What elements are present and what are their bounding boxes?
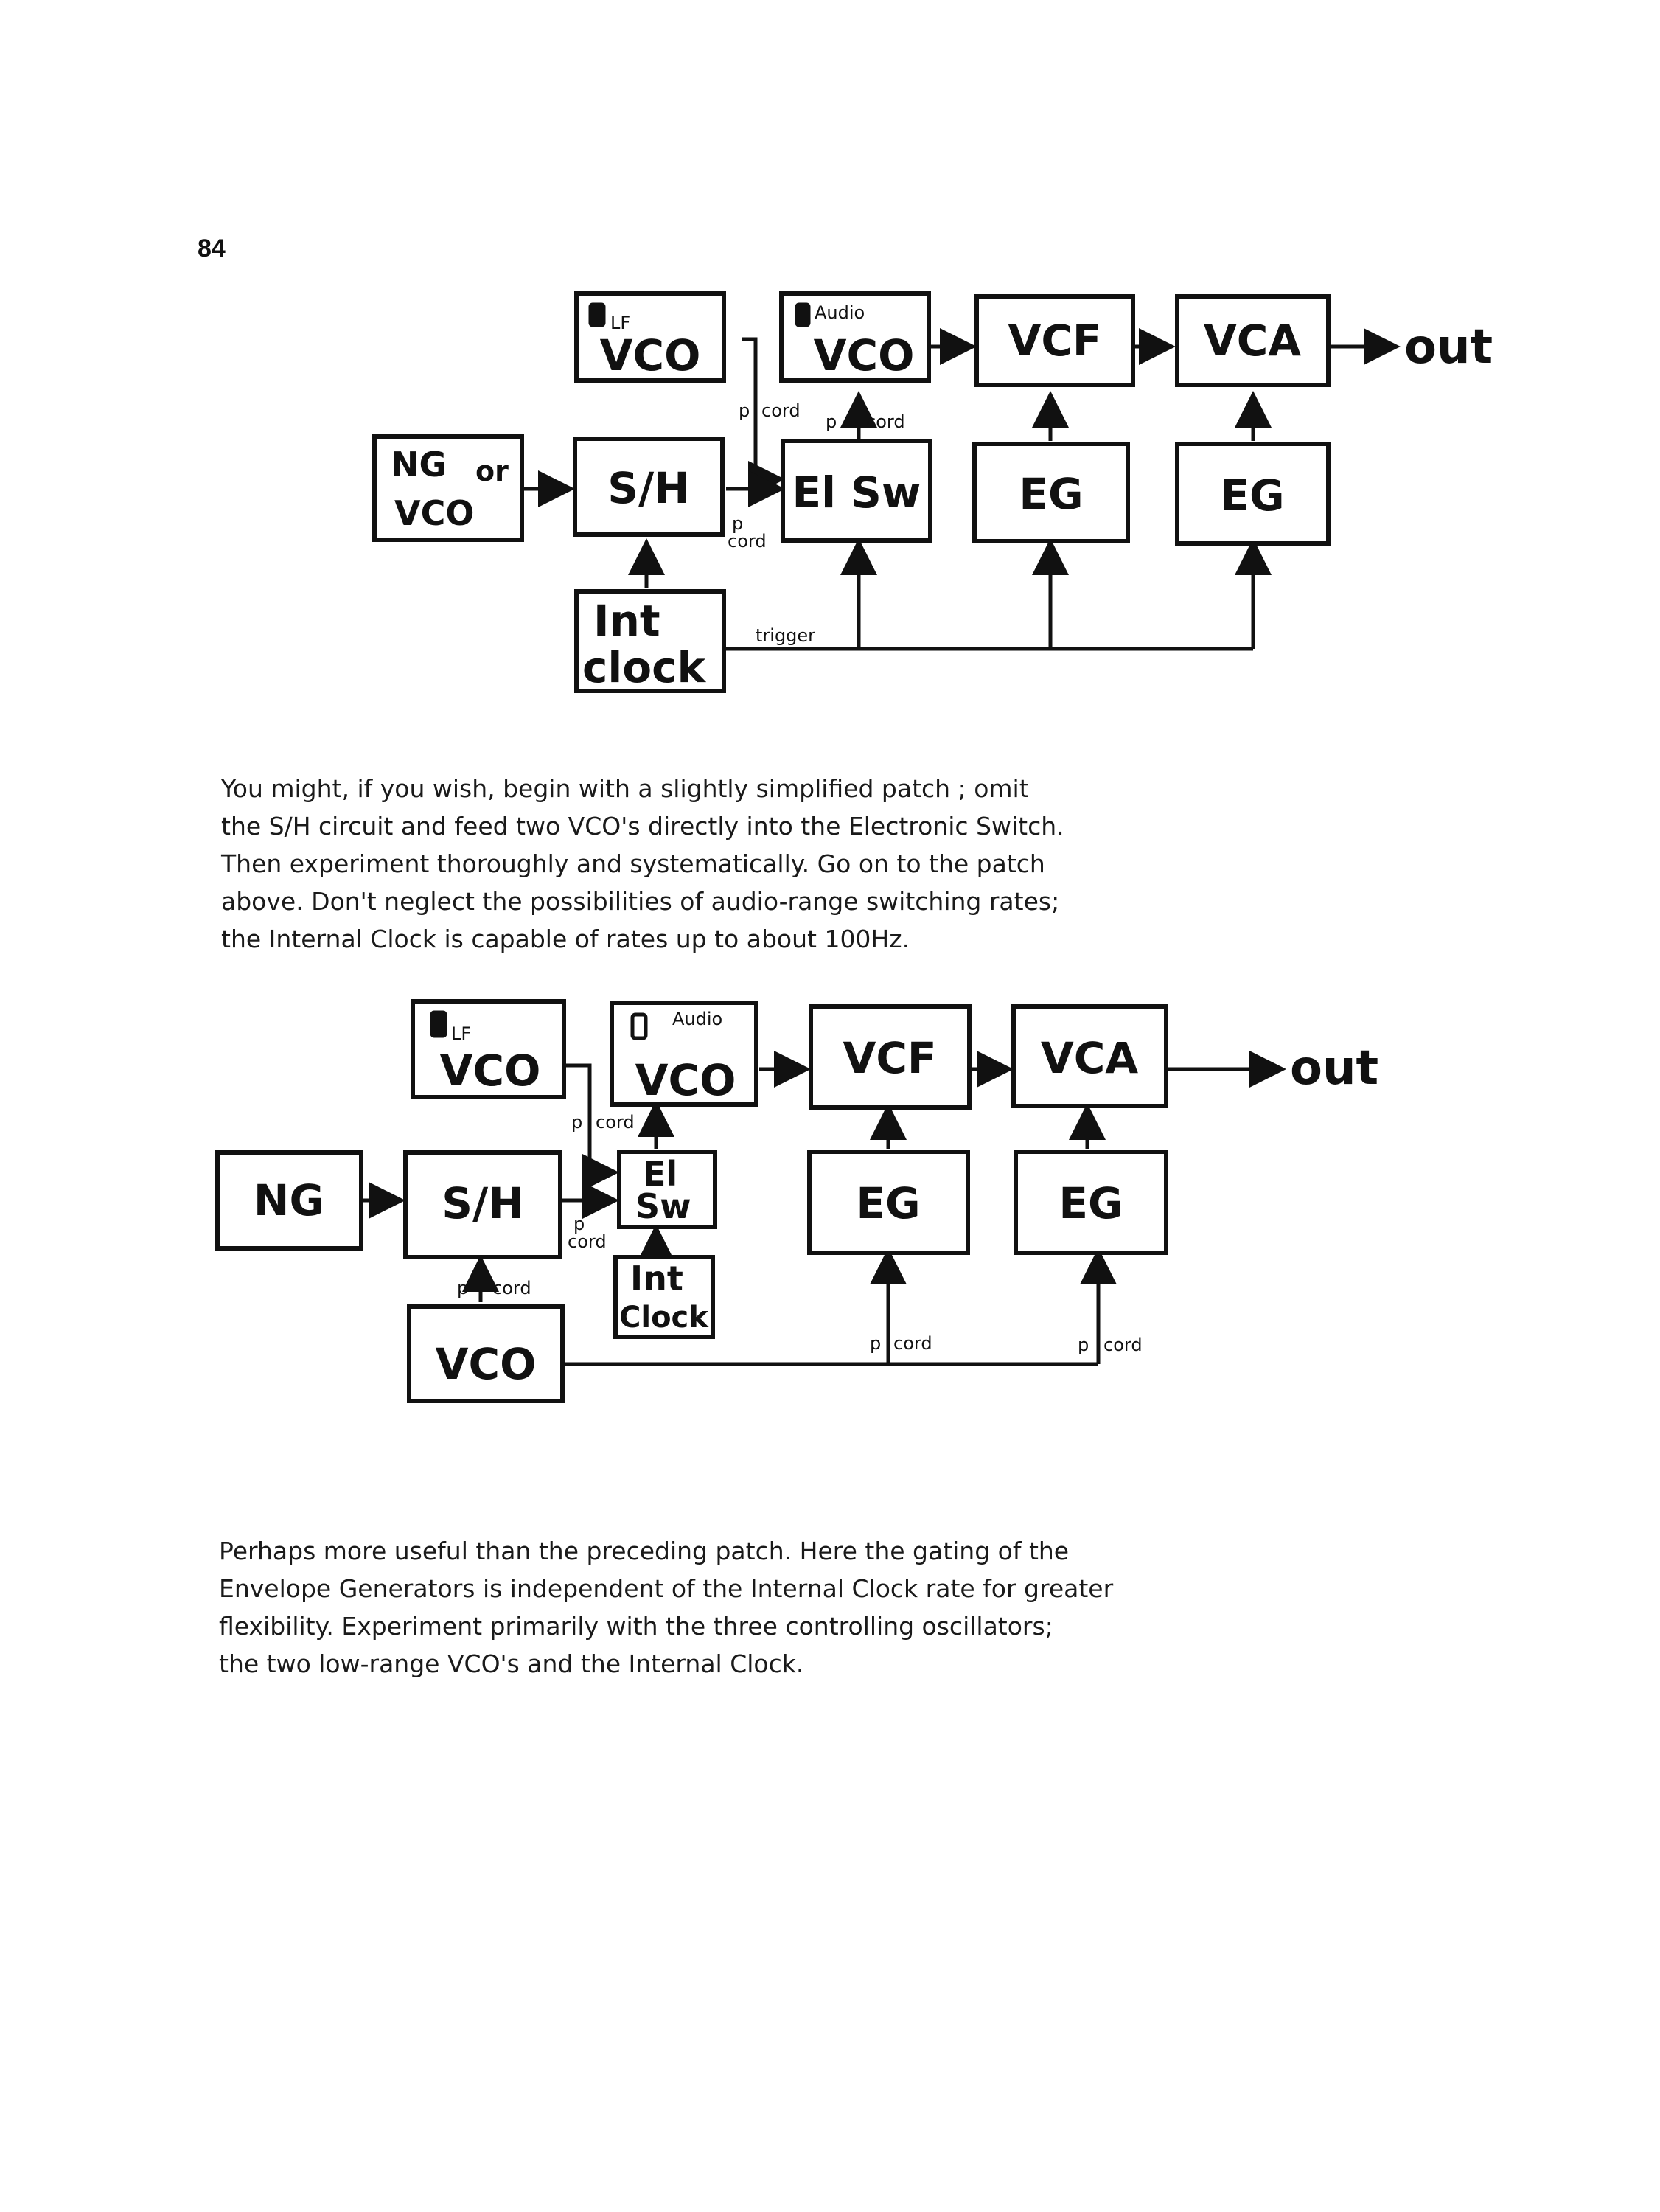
vca-box: VCA: [1011, 1004, 1168, 1108]
cord-label: cord: [568, 1231, 607, 1252]
vca-box: VCA: [1175, 294, 1331, 387]
lf-vco-label: VCO: [600, 330, 701, 380]
ng-box: NG: [215, 1150, 363, 1251]
eg-label: EG: [856, 1178, 920, 1228]
p-label: p: [739, 400, 750, 421]
audio-vco-box: Audio VCO: [610, 1001, 758, 1107]
switch-icon: [430, 1010, 447, 1038]
int-clock-box: Int clock: [574, 589, 726, 693]
vco-bottom-box: VCO: [407, 1304, 565, 1403]
patch-diagram-1: LF VCO Audio VCO VCF VCA out NG or VCO: [372, 291, 1493, 693]
page-number: 84: [198, 234, 226, 262]
cord-label: cord: [761, 400, 801, 421]
eg-box-2: EG: [1014, 1150, 1168, 1255]
or-label: or: [475, 455, 509, 487]
p-label: p: [457, 1278, 468, 1298]
eg-box-2: EG: [1175, 442, 1331, 546]
p-label: p: [870, 1333, 881, 1354]
trigger-label: trigger: [756, 625, 815, 646]
lf-tag: LF: [451, 1023, 471, 1044]
int-label: Int: [593, 596, 660, 646]
lf-vco-box: LF VCO: [411, 999, 566, 1099]
cord-label: cord: [728, 531, 767, 552]
vcf-box: VCF: [974, 294, 1135, 387]
p-label: p: [732, 513, 743, 534]
sw-label: Sw: [635, 1186, 691, 1226]
vcf-label: VCF: [843, 1033, 936, 1083]
el-label: El: [643, 1154, 677, 1194]
paragraph-1: You might, if you wish, begin with a sli…: [221, 770, 1064, 958]
text-line: the two low-range VCO's and the Internal…: [219, 1649, 804, 1678]
patch-diagram-2: LF VCO Audio VCO VCF VCA out NG: [215, 999, 1378, 1403]
cord-labels-2: p cord p cord p cord p cord p cord: [457, 1112, 1143, 1355]
clock-label: Clock: [619, 1301, 709, 1335]
audio-vco-box: Audio VCO: [779, 291, 931, 383]
el-sw-box: El Sw: [617, 1150, 717, 1229]
lf-tag: LF: [610, 313, 630, 333]
ng-or-vco-box: NG or VCO: [372, 434, 524, 542]
vco-bottom-label: VCO: [436, 1339, 537, 1389]
text-line: flexibility. Experiment primarily with t…: [219, 1612, 1053, 1641]
audio-tag: Audio: [672, 1009, 722, 1029]
audio-vco-label: VCO: [635, 1055, 736, 1105]
text-line: the S/H circuit and feed two VCO's direc…: [221, 812, 1064, 841]
text-line: Perhaps more useful than the preceding p…: [219, 1537, 1070, 1565]
eg-label: EG: [1019, 469, 1083, 519]
p-label: p: [571, 1112, 582, 1133]
el-sw-box: El Sw: [781, 439, 932, 543]
p-label: p: [1078, 1335, 1089, 1355]
text-line: Then experiment thoroughly and systemati…: [221, 849, 1045, 878]
sh-box: S/H: [573, 437, 725, 537]
paragraph-2: Perhaps more useful than the preceding p…: [219, 1532, 1113, 1683]
cord-label: cord: [492, 1278, 531, 1298]
lf-vco-label: VCO: [440, 1046, 541, 1096]
int-clock-box: Int Clock: [613, 1255, 715, 1339]
p-label: p: [826, 411, 837, 432]
out-label: out: [1404, 320, 1493, 375]
out-label: out: [1290, 1041, 1378, 1096]
wires-1: [523, 328, 1401, 651]
ng-label: NG: [254, 1175, 324, 1225]
text-line: the Internal Clock is capable of rates u…: [221, 925, 910, 953]
switch-icon: [795, 302, 811, 327]
eg-label: EG: [1059, 1178, 1123, 1228]
p-label: p: [573, 1214, 585, 1234]
int-label: Int: [630, 1259, 683, 1298]
sh-label: S/H: [442, 1178, 524, 1228]
vco-label: VCO: [394, 493, 474, 533]
eg-box-1: EG: [807, 1150, 970, 1255]
text-line: above. Don't neglect the possibilities o…: [221, 887, 1060, 916]
cord-labels-1: p cord p cord p cord trigger: [728, 400, 905, 646]
cord-label: cord: [866, 411, 905, 432]
wires-2: [363, 1051, 1286, 1366]
text-line: Envelope Generators is independent of th…: [219, 1574, 1114, 1603]
switch-icon: [588, 302, 606, 327]
vcf-box: VCF: [809, 1004, 972, 1110]
cord-label: cord: [1103, 1335, 1143, 1355]
lf-vco-box: LF VCO: [574, 291, 726, 383]
vca-label: VCA: [1204, 316, 1301, 366]
ng-label: NG: [391, 445, 447, 484]
switch-icon: [630, 1012, 648, 1040]
sh-box: S/H: [403, 1150, 562, 1259]
sh-label: S/H: [607, 463, 690, 513]
audio-vco-label: VCO: [814, 330, 915, 380]
audio-tag: Audio: [815, 302, 865, 323]
vcf-label: VCF: [1008, 316, 1101, 366]
eg-label: EG: [1220, 470, 1284, 521]
text-line: You might, if you wish, begin with a sli…: [221, 774, 1029, 803]
clock-label: clock: [582, 642, 706, 692]
vca-label: VCA: [1041, 1033, 1138, 1083]
wire-lfvco-elsw: [566, 1063, 619, 1191]
eg-box-1: EG: [972, 442, 1130, 543]
cord-label: cord: [893, 1333, 932, 1354]
el-sw-label: El Sw: [792, 467, 921, 518]
cord-label: cord: [596, 1112, 635, 1133]
